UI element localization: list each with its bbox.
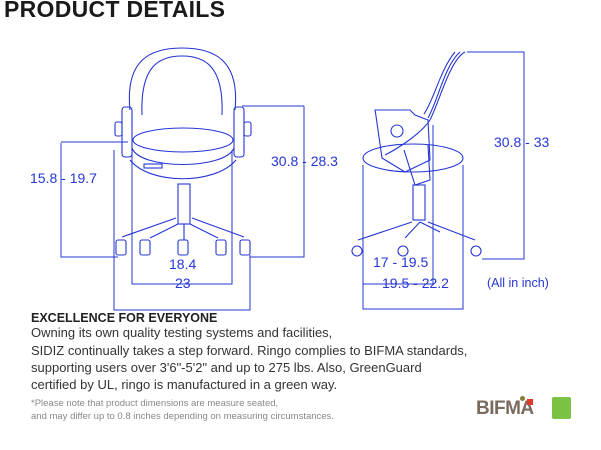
dim-arm-height: 30.8 - 28.3 (271, 153, 338, 169)
dim-seat-height: 15.8 - 19.7 (30, 170, 97, 186)
dim-total-height: 30.8 - 33 (494, 134, 550, 150)
body-line: SIDIZ continually takes a step forward. … (31, 343, 468, 358)
side-dimension-lines (362, 51, 525, 310)
dim-inner-width: 18.4 (169, 256, 197, 272)
front-dimension-lines (60, 105, 305, 311)
section-heading: EXCELLENCE FOR EVERYONE (31, 311, 218, 325)
side-view-chair (351, 51, 482, 257)
greenguard-logo (552, 397, 571, 419)
chair-diagrams (60, 47, 525, 311)
dim-total-depth: 19.5 - 22.2 (382, 275, 449, 291)
footnote-line: *Please note that product dimensions are… (31, 398, 279, 409)
body-line: Owning its own quality testing systems a… (31, 325, 333, 340)
body-line: certified by UL, ringo is manufactured i… (31, 377, 338, 392)
page-title: PRODUCT DETAILS (4, 0, 226, 22)
bifma-square-icon (527, 399, 533, 405)
front-view-chair (114, 47, 252, 256)
bifma-dot-icon (520, 396, 525, 401)
unit-note: (All in inch) (487, 276, 549, 290)
dim-seat-depth: 17 - 19.5 (373, 254, 429, 270)
bifma-logo: BIFMA (476, 398, 534, 419)
front-casters (115, 239, 251, 256)
body-line: supporting users over 3'6"-5'2" and up t… (31, 360, 422, 375)
footnote-line: and may differ up to 0.8 inches dependin… (31, 411, 334, 422)
dim-total-width: 23 (175, 275, 191, 291)
